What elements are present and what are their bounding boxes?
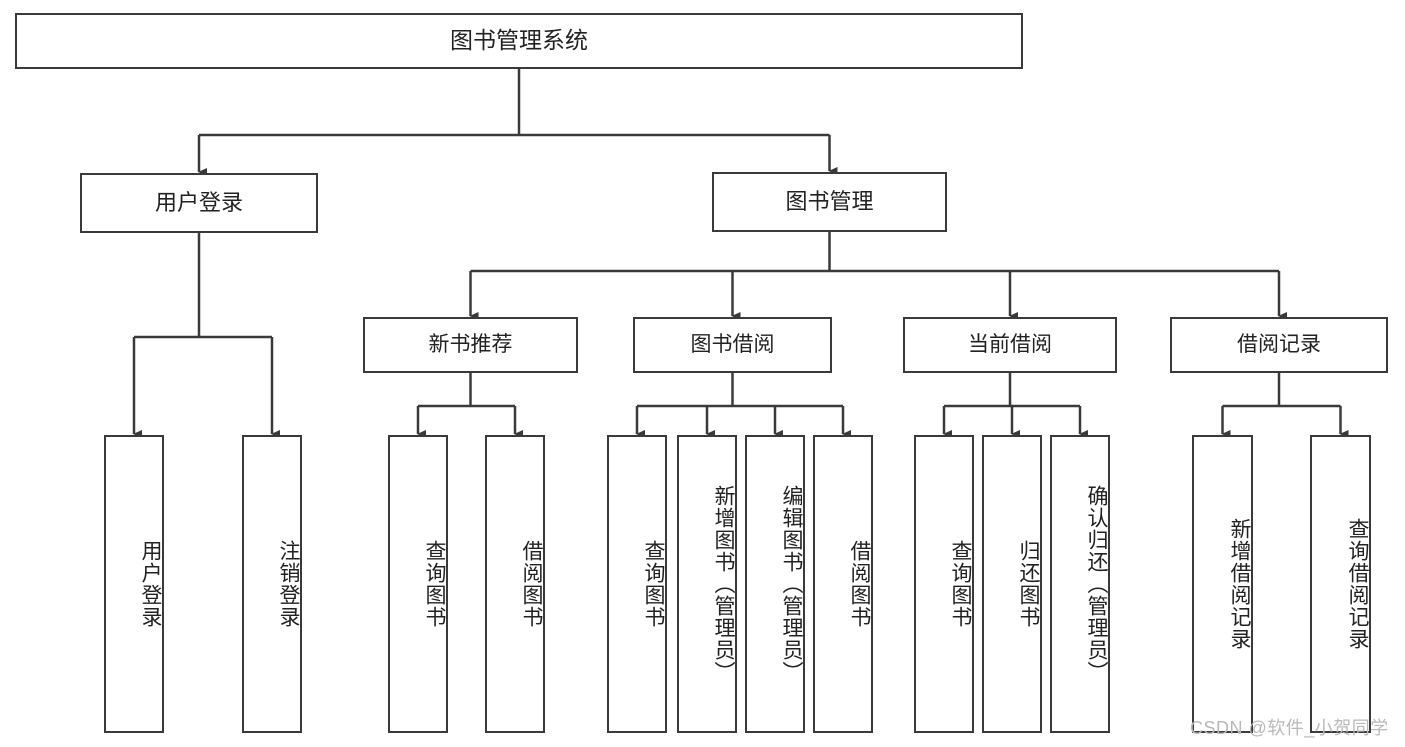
node-newbook[interactable]: 新书推荐 [363, 317, 578, 373]
node-label: 借阅记录 [1237, 333, 1321, 357]
node-leaf-5[interactable]: 查询图书 [607, 435, 667, 733]
node-leaf-1[interactable]: 用户登录 [104, 435, 164, 733]
node-label: 注销登录 [277, 540, 300, 628]
csdn-watermark: CSDN @软件_小贺同学 [1190, 718, 1389, 738]
node-leaf-13[interactable]: 查询借阅记录 [1310, 435, 1371, 733]
node-label: 归还图书 [1017, 540, 1040, 628]
node-current[interactable]: 当前借阅 [903, 317, 1117, 373]
node-label: 当前借阅 [968, 333, 1052, 357]
node-label: 图书管理系统 [450, 27, 588, 54]
node-leaf-9[interactable]: 查询图书 [914, 435, 974, 733]
node-leaf-4[interactable]: 借阅图书 [485, 435, 545, 733]
node-leaf-3[interactable]: 查询图书 [388, 435, 448, 733]
node-label: 用户登录 [139, 540, 162, 628]
node-label: 借阅图书 [848, 540, 871, 628]
connector-group [132, 69, 1349, 438]
node-label: 用户登录 [154, 189, 243, 215]
node-label: 编辑图书（管理员） [780, 485, 803, 683]
node-leaf-7[interactable]: 编辑图书（管理员） [745, 435, 805, 733]
node-login[interactable]: 用户登录 [80, 173, 318, 233]
node-label: 新增借阅记录 [1228, 518, 1251, 650]
node-label: 查询图书 [642, 540, 665, 628]
node-leaf-8[interactable]: 借阅图书 [813, 435, 873, 733]
node-label: 图书借阅 [690, 333, 775, 357]
node-label: 新书推荐 [428, 333, 513, 357]
node-label: 确认归还（管理员） [1085, 485, 1108, 683]
node-label: 借阅图书 [520, 540, 543, 628]
node-leaf-2[interactable]: 注销登录 [242, 435, 302, 733]
node-root[interactable]: 图书管理系统 [15, 13, 1023, 69]
node-label: 查询图书 [423, 540, 446, 628]
node-borrow[interactable]: 图书借阅 [633, 317, 832, 373]
node-leaf-10[interactable]: 归还图书 [982, 435, 1042, 733]
node-label: 查询图书 [949, 540, 972, 628]
node-records[interactable]: 借阅记录 [1170, 317, 1388, 373]
node-label: 图书管理 [785, 188, 874, 214]
node-leaf-6[interactable]: 新增图书（管理员） [677, 435, 737, 733]
node-bookmgmt[interactable]: 图书管理 [712, 172, 947, 232]
node-label: 新增图书（管理员） [712, 485, 735, 683]
node-leaf-12[interactable]: 新增借阅记录 [1192, 435, 1253, 733]
node-leaf-11[interactable]: 确认归还（管理员） [1050, 435, 1110, 733]
node-label: 查询借阅记录 [1346, 518, 1369, 650]
